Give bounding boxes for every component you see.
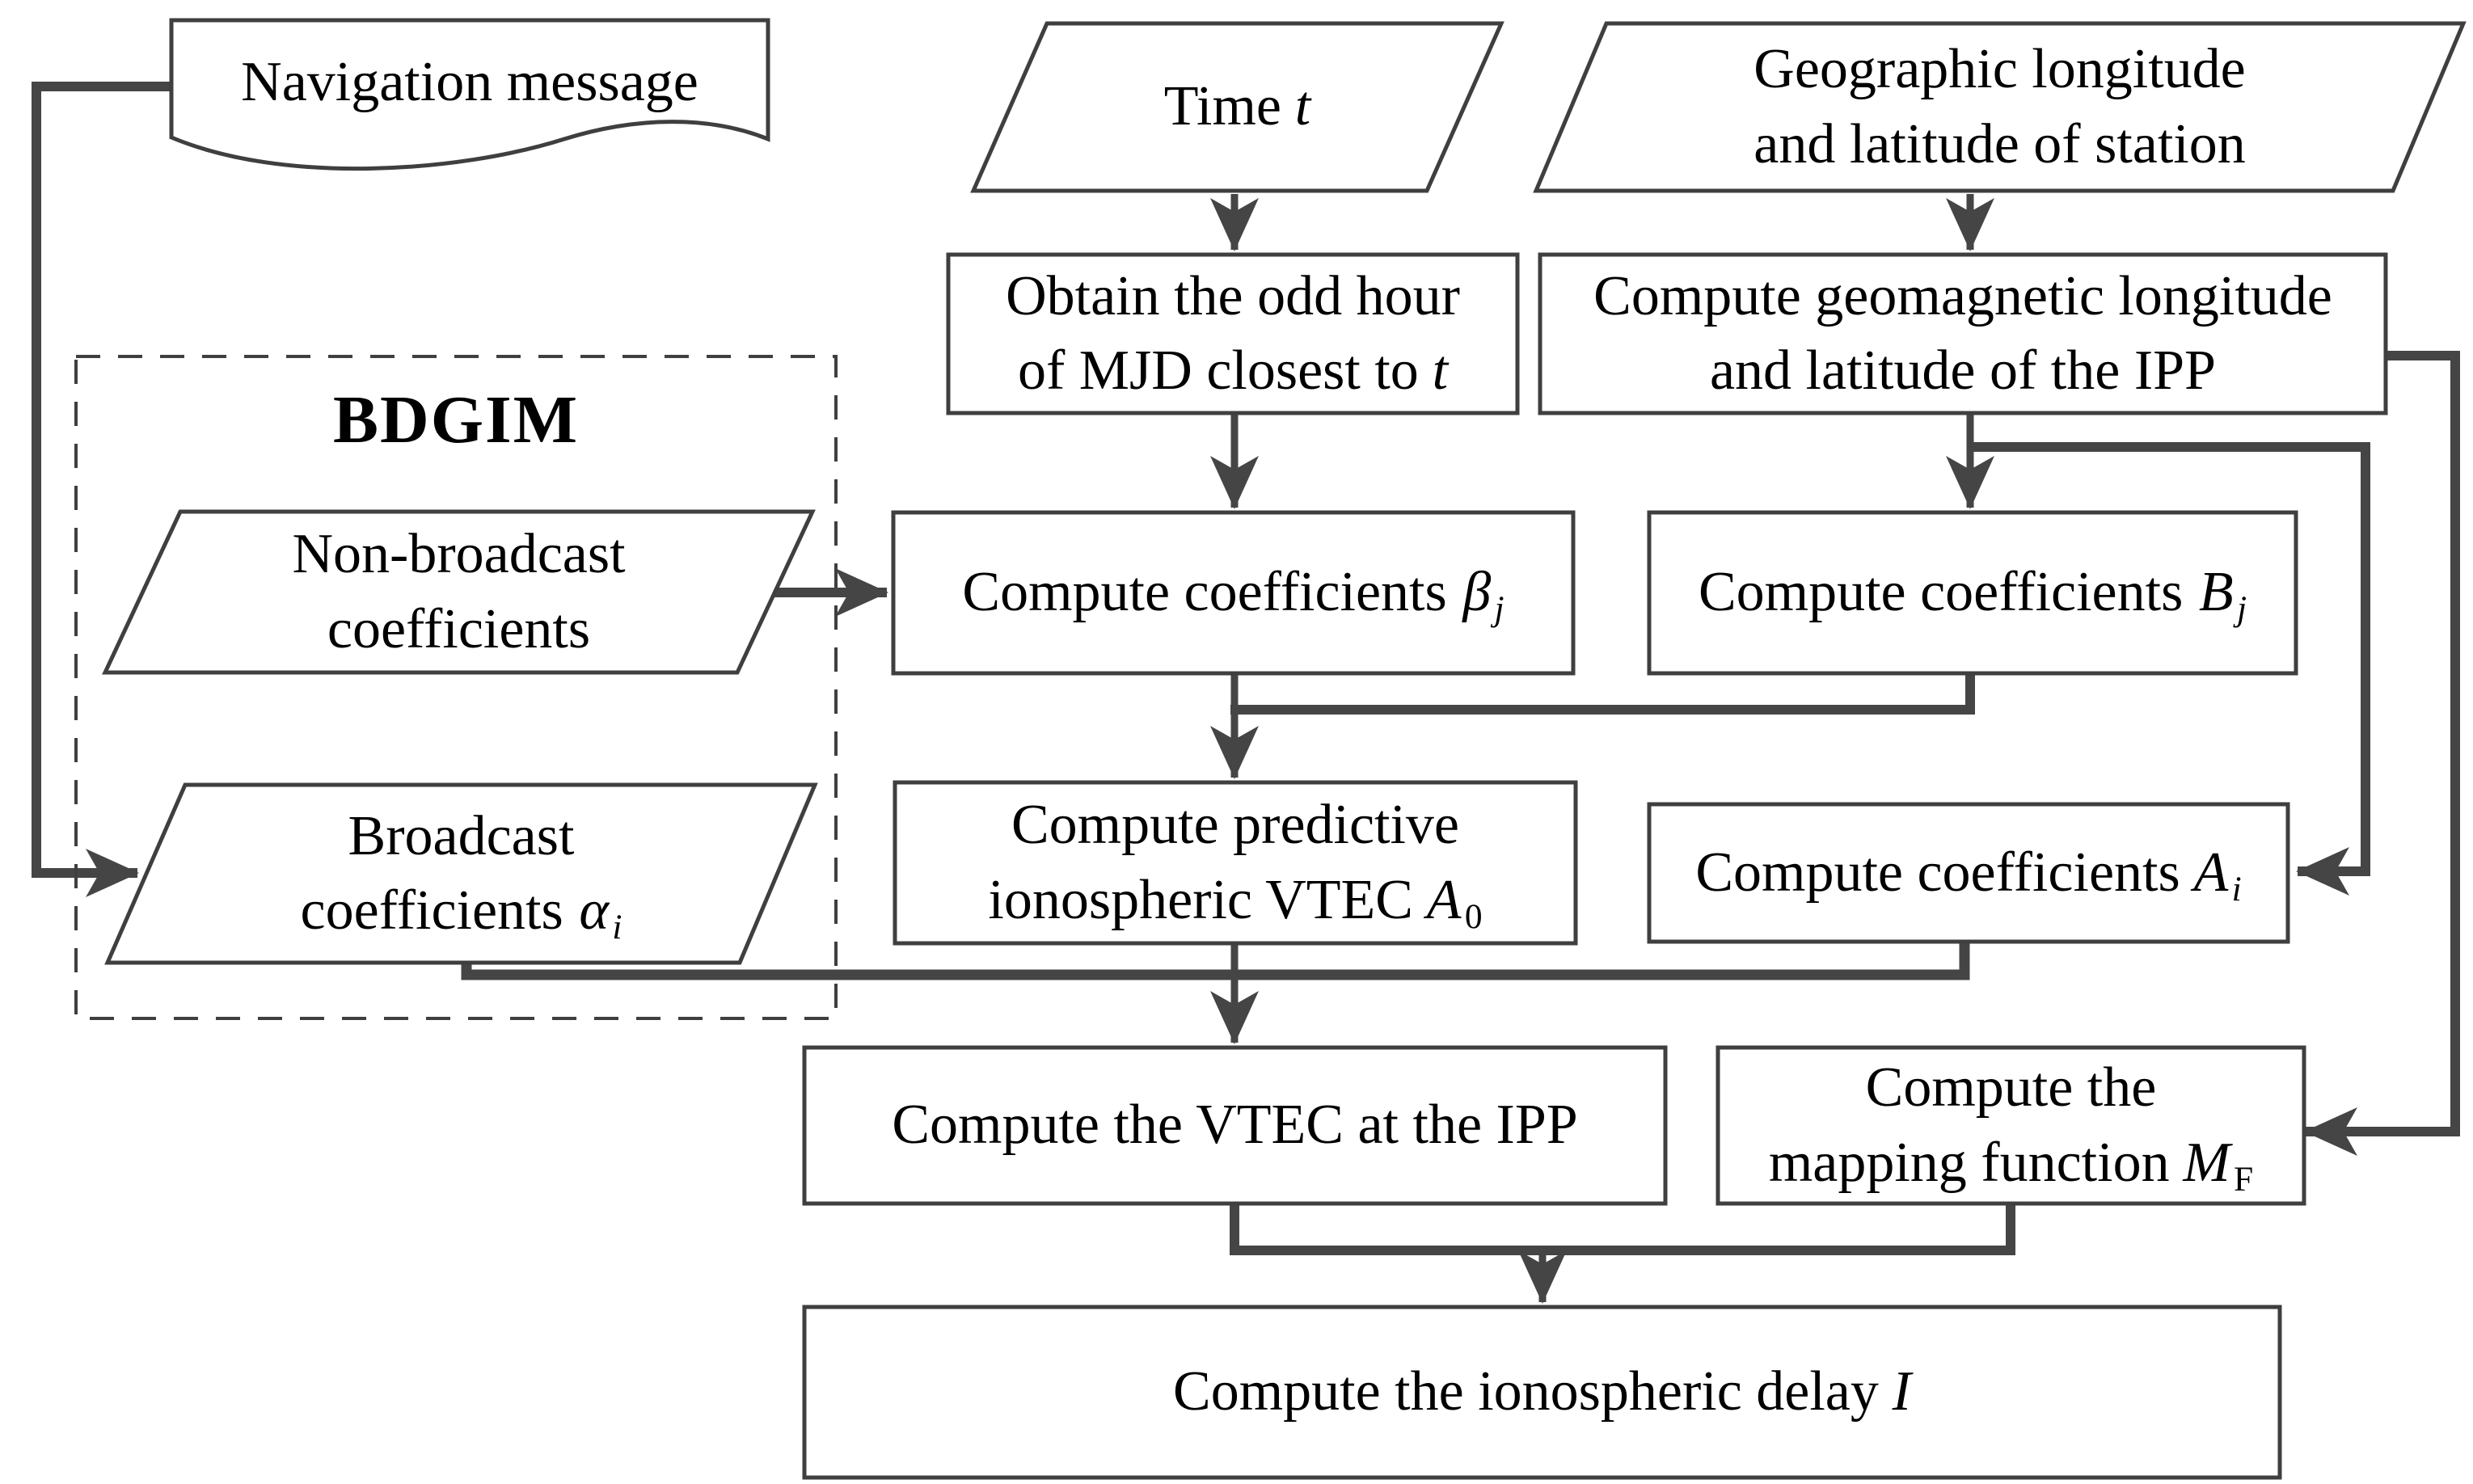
time-parallelogram-shape (970, 21, 1504, 193)
bdgim-group-outline (74, 355, 838, 1020)
geographic-station-label: Geographic longitude and latitude of sta… (1753, 38, 2246, 175)
geographic-parallelogram-shape (1533, 21, 2467, 193)
edge-collect-line (1230, 1205, 2015, 1255)
non-broadcast-label: Non-broadcast coefficients (292, 523, 626, 660)
compute-ai-box (1647, 802, 2290, 944)
navigation-message-document-shape (169, 18, 770, 171)
ionospheric-delay-box (802, 1305, 2282, 1480)
compute-vtec-ipp-box (802, 1045, 1668, 1206)
compute-b-box (1647, 510, 2298, 676)
edge-geomagnetic-to-mapping (2304, 351, 2460, 1156)
mapping-function-box (1715, 1045, 2306, 1206)
compute-vtec-ipp-label: Compute the VTEC at the IPP (892, 1094, 1578, 1157)
compute-a0-box (893, 780, 1578, 946)
bdgim-group-label: BDGIM (333, 382, 579, 457)
broadcast-parallelogram-shape (104, 782, 818, 965)
compute-beta-box (891, 510, 1576, 676)
navigation-message-label: Navigation message (241, 50, 698, 113)
non-broadcast-parallelogram-shape (102, 509, 816, 675)
edge-geomagnetic-to-ai (1970, 442, 2370, 896)
compute-geomagnetic-box (1538, 252, 2388, 415)
edge-navigation-to-broadcast (32, 82, 176, 897)
compute-geomagnetic-label: Compute geomagnetic longitude and latitu… (1593, 264, 2332, 402)
obtain-odd-hour-box (946, 252, 1520, 415)
edge-b-merge (1230, 675, 1975, 715)
edge-distribution-line (461, 943, 1970, 980)
